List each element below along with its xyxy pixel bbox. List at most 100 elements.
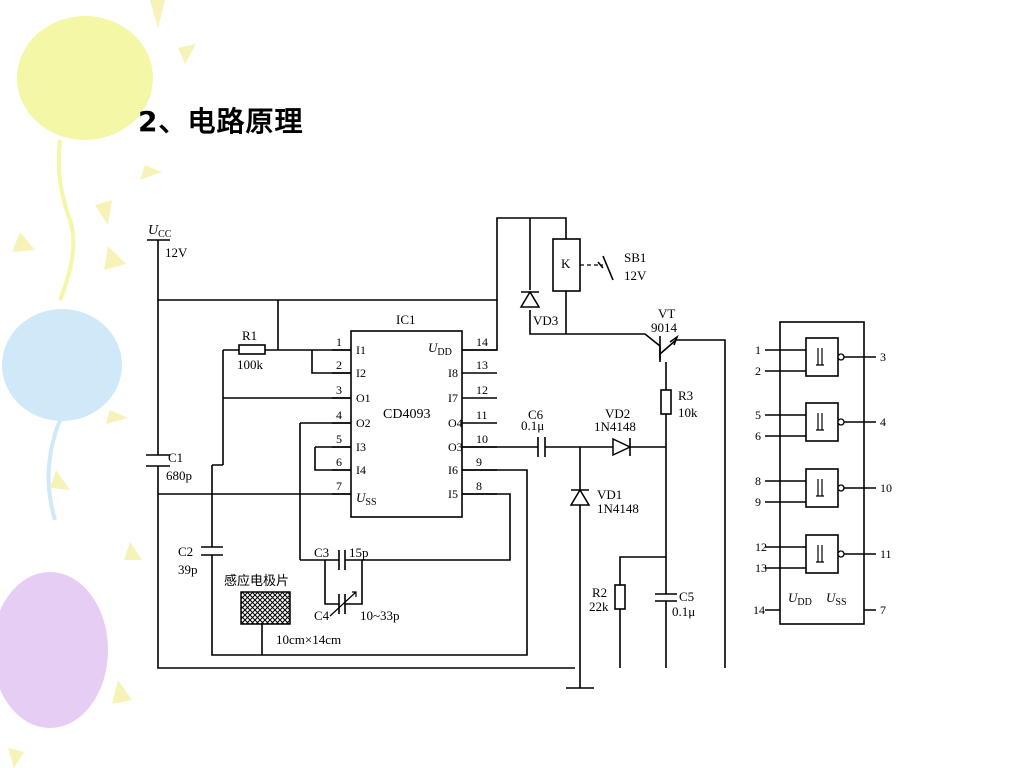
svg-text:C1: C1 xyxy=(168,450,183,465)
svg-text:9014: 9014 xyxy=(651,320,678,335)
gate-input-pin: 13 xyxy=(755,561,767,575)
switch-sb1: SB1 12V xyxy=(597,250,647,283)
svg-text:VT: VT xyxy=(658,306,675,321)
svg-text:VD3: VD3 xyxy=(533,313,558,328)
sensor-plate: 感应电极片 10cm×14cm xyxy=(224,573,341,655)
ic-left-pin-name: I3 xyxy=(356,440,366,454)
svg-text:1N4148: 1N4148 xyxy=(597,501,639,516)
svg-text:R1: R1 xyxy=(242,328,257,343)
gate-input-pin: 1 xyxy=(755,343,761,357)
svg-text:12V: 12V xyxy=(624,268,647,283)
svg-text:22k: 22k xyxy=(589,599,609,614)
svg-text:12V: 12V xyxy=(165,245,188,260)
gate-input-pin: 9 xyxy=(755,495,761,509)
gate-input-pin: 2 xyxy=(755,364,761,378)
svg-text:7: 7 xyxy=(880,603,886,617)
ic-right-pin-number: 8 xyxy=(476,479,482,493)
ic-right-pin-number: 10 xyxy=(476,432,488,446)
svg-text:1N4148: 1N4148 xyxy=(594,419,636,434)
balloon-decoration-purple xyxy=(0,572,108,728)
ic-left-pin-number: 3 xyxy=(336,383,342,397)
nand-schmitt-gate: 1 2 3 xyxy=(755,337,886,378)
ic-right-pin-name: O3 xyxy=(448,440,463,454)
gate-output-pin: 3 xyxy=(880,350,886,364)
svg-text:680p: 680p xyxy=(166,468,192,483)
svg-text:10cm×14cm: 10cm×14cm xyxy=(276,632,341,647)
ic-left-pin-number: 5 xyxy=(336,432,342,446)
transistor-vt: VT 9014 xyxy=(566,306,726,668)
svg-text:39p: 39p xyxy=(178,562,198,577)
diode-vd1: VD1 1N4148 xyxy=(569,447,639,688)
balloon-decoration-yellow xyxy=(17,16,153,301)
ic-right-pin-name: O4 xyxy=(448,416,463,430)
ic-right-pin-name: I7 xyxy=(448,391,458,405)
ic-right-pin-name: I8 xyxy=(448,366,458,380)
svg-text:感应电极片: 感应电极片 xyxy=(224,573,289,588)
capacitor-c1: C1 680p xyxy=(146,450,192,483)
ic-left-pin-name: O1 xyxy=(356,391,371,405)
relay-k: K xyxy=(529,217,603,335)
svg-text:C5: C5 xyxy=(679,589,694,604)
svg-text:10~33p: 10~33p xyxy=(360,608,400,623)
capacitor-c3: C3 15p xyxy=(300,493,511,570)
svg-text:0.1μ: 0.1μ xyxy=(521,418,544,433)
gate-input-pin: 5 xyxy=(755,408,761,422)
nand-schmitt-gate: 5 6 4 xyxy=(755,402,886,443)
ic-left-pin-number: 4 xyxy=(336,408,342,422)
resistor-r2: R2 22k xyxy=(589,448,667,668)
svg-text:15p: 15p xyxy=(349,545,369,560)
ic-right-pin-number: 13 xyxy=(476,358,488,372)
svg-text:K: K xyxy=(561,256,571,271)
svg-text:UDD: UDD xyxy=(428,340,452,358)
ic-right-pin-name: I5 xyxy=(448,487,458,501)
svg-text:IC1: IC1 xyxy=(396,312,416,327)
capacitor-c5: C5 0.1μ xyxy=(655,557,695,668)
ic-right-pin-number: 11 xyxy=(476,408,488,422)
svg-text:USS: USS xyxy=(826,590,847,608)
ic-right-pin-number: 12 xyxy=(476,383,488,397)
svg-text:10k: 10k xyxy=(678,405,698,420)
ic-left-pin-number: 2 xyxy=(336,358,342,372)
capacitor-c4: C4 10~33p xyxy=(314,560,400,623)
svg-text:VD1: VD1 xyxy=(597,487,622,502)
gate-output-pin: 4 xyxy=(880,415,886,429)
gate-input-pin: 6 xyxy=(755,429,761,443)
balloon-decoration-blue xyxy=(2,309,122,521)
supply-rail-top xyxy=(147,217,530,350)
capacitor-c6: C6 0.1μ xyxy=(462,407,613,457)
svg-text:UCC: UCC xyxy=(148,223,172,240)
gate-input-pin: 12 xyxy=(755,540,767,554)
ic-left-pin-name: I2 xyxy=(356,366,366,380)
svg-text:SB1: SB1 xyxy=(624,250,646,265)
svg-text:R2: R2 xyxy=(592,585,607,600)
capacitor-c2: C2 39p xyxy=(178,465,528,656)
ic-left-pin-number: 7 xyxy=(336,479,342,493)
svg-text:C4: C4 xyxy=(314,608,330,623)
svg-text:0.1μ: 0.1μ xyxy=(672,604,695,619)
nand-schmitt-gate: 12 13 11 xyxy=(755,534,892,575)
ic-left-pin-number: 6 xyxy=(336,455,342,469)
ic-right-pin-number: 9 xyxy=(476,455,482,469)
svg-text:CD4093: CD4093 xyxy=(383,407,430,422)
svg-text:C6: C6 xyxy=(528,407,544,422)
resistor-r1: R1 100k xyxy=(222,328,351,465)
slide-title: 2、电路原理 xyxy=(138,105,304,138)
svg-text:C3: C3 xyxy=(314,545,329,560)
ic-vdd-wiring xyxy=(462,300,498,351)
svg-text:100k: 100k xyxy=(237,357,264,372)
svg-text:C2: C2 xyxy=(178,544,193,559)
gate-output-pin: 10 xyxy=(880,481,892,495)
ic-right-pin-number: 14 xyxy=(476,335,488,349)
resistor-r3: R3 10k xyxy=(660,388,698,448)
ic-left-pin-name: O2 xyxy=(356,416,371,430)
ic-left-pin-name: I1 xyxy=(356,343,366,357)
svg-text:UDD: UDD xyxy=(788,590,812,608)
supply-label: UCC 12V xyxy=(148,223,188,260)
gate-output-pin: 11 xyxy=(880,547,892,561)
